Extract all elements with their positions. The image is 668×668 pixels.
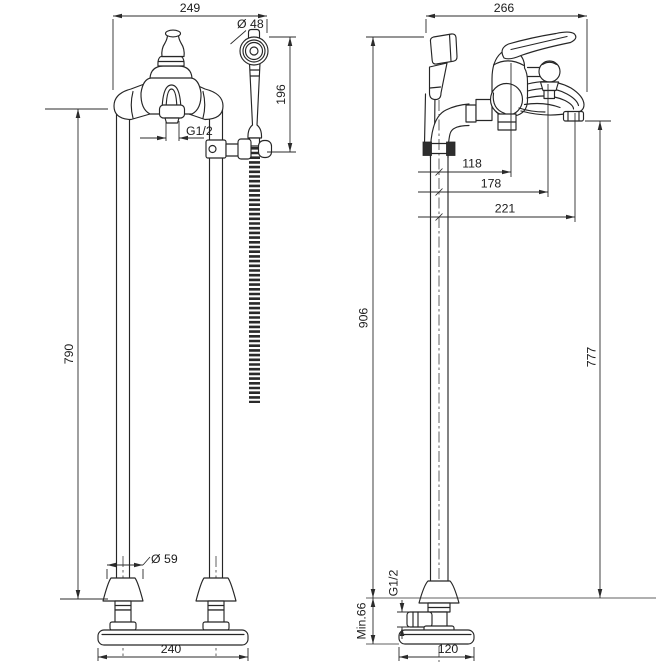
floor-escutcheon-side	[406, 580, 460, 633]
union-nut	[465, 98, 493, 123]
dim-base-plate-depth: 120	[398, 642, 475, 661]
dim-height-to-spout: 777	[585, 120, 611, 598]
dim-inlet-thread-label: G1/2	[387, 570, 401, 597]
dim-inlet-thread: G1/2	[387, 570, 409, 639]
front-view: 249 Ø 48 196 G1/2 790 Ø 59	[45, 1, 296, 661]
mixer-lever	[501, 31, 577, 60]
spout-outlet-front	[158, 104, 186, 119]
dim-center-to-spout-outlet: 221	[418, 113, 576, 222]
dim-min-clearance: Min.66	[355, 598, 376, 644]
dim-center-to-diverter: 178	[418, 84, 549, 197]
dim-center-to-diverter-label: 178	[481, 177, 502, 191]
hand-shower-side	[428, 33, 458, 101]
dim-base-plate-depth-label: 120	[438, 642, 459, 656]
dim-handshower-diameter: Ø 48	[230, 17, 264, 45]
base-plate-front	[97, 629, 249, 646]
dim-height-to-top-label: 906	[357, 308, 371, 329]
dim-center-to-cartridge-label: 118	[462, 157, 482, 171]
dim-column-height: 790	[45, 108, 108, 600]
dim-escutcheon-diameter-label: Ø 59	[151, 552, 178, 566]
shower-head	[239, 36, 269, 66]
dim-min-clearance-label: Min.66	[355, 602, 369, 639]
shower-handle-side	[428, 62, 448, 101]
dim-center-to-spout-outlet-label: 221	[495, 202, 516, 216]
base-plate-side	[398, 629, 475, 645]
dim-overall-depth: 266	[425, 1, 588, 92]
shower-holder-bracket	[205, 138, 273, 160]
diverter-knob	[526, 60, 561, 100]
mixer-body-front	[113, 29, 224, 124]
dim-column-height-label: 790	[62, 344, 76, 365]
riser-pipe-side	[429, 151, 449, 582]
dim-height-to-spout-label: 777	[585, 347, 599, 368]
dim-height-to-top: 906	[357, 36, 424, 598]
dim-overall-width-label: 249	[180, 1, 201, 15]
dim-handshower-length: 196	[267, 36, 296, 153]
dim-overall-depth-label: 266	[494, 1, 515, 15]
floor-escutcheons-front	[102, 577, 237, 631]
holder-bracket-side	[422, 141, 456, 156]
dim-escutcheon-diameter: Ø 59	[106, 552, 178, 579]
dim-base-plate-width: 240	[97, 642, 249, 661]
dim-handshower-diameter-label: Ø 48	[237, 17, 264, 31]
shower-head-side	[429, 33, 458, 65]
dim-center-to-cartridge: 118	[418, 63, 512, 177]
top-knob	[161, 34, 185, 58]
dim-handshower-length-label: 196	[274, 84, 288, 105]
mixer-body-side	[489, 48, 529, 131]
dim-base-plate-width-label: 240	[161, 642, 182, 656]
spout-hub	[489, 82, 524, 117]
dim-outlet-thread-label: G1/2	[186, 124, 213, 138]
hand-shower-front	[239, 28, 269, 147]
side-inlet	[406, 611, 433, 628]
riser-pipes-front	[115, 103, 224, 579]
side-view: 266 906 Min.66 777 118 178	[355, 1, 656, 662]
dim-overall-width: 249	[112, 1, 268, 90]
dim-outlet-thread: G1/2	[140, 121, 213, 141]
shower-handle	[247, 62, 263, 139]
spout-aerator	[562, 110, 585, 122]
